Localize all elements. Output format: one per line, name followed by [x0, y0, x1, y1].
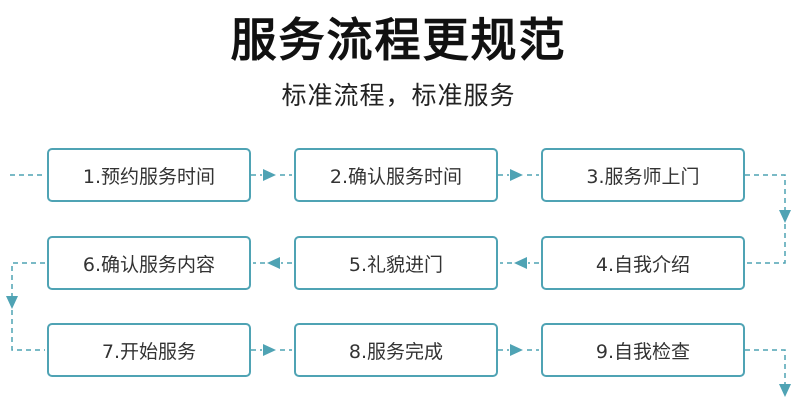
- arrow-right-icon: [510, 169, 523, 181]
- arrow-down-icon: [6, 296, 18, 309]
- arrow-right-icon: [263, 344, 276, 356]
- arrow-down-icon: [779, 384, 791, 397]
- step-5-box: 5.礼貌进门: [294, 236, 498, 290]
- step-2-box: 2.确认服务时间: [294, 148, 498, 202]
- connector-6-7: [11, 262, 45, 296]
- connector-3-4-tail: [747, 224, 786, 264]
- arrow-left-icon: [514, 257, 527, 269]
- page-title: 服务流程更规范: [230, 13, 567, 67]
- step-6-box: 6.确认服务内容: [47, 236, 251, 290]
- step-8-box: 8.服务完成: [294, 323, 498, 377]
- arrow-left-icon: [267, 257, 280, 269]
- connector-exit: [745, 349, 786, 385]
- arrow-right-icon: [263, 169, 276, 181]
- step-4-box: 4.自我介绍: [541, 236, 745, 290]
- arrow-right-icon: [510, 344, 523, 356]
- connector-3-4: [745, 174, 786, 210]
- step-7-box: 7.开始服务: [47, 323, 251, 377]
- page-subtitle: 标准流程，标准服务: [281, 81, 516, 110]
- step-1-box: 1.预约服务时间: [47, 148, 251, 202]
- step-3-box: 3.服务师上门: [541, 148, 745, 202]
- arrow-down-icon: [779, 210, 791, 223]
- step-9-box: 9.自我检查: [541, 323, 745, 377]
- connector-6-7-tail: [11, 310, 45, 351]
